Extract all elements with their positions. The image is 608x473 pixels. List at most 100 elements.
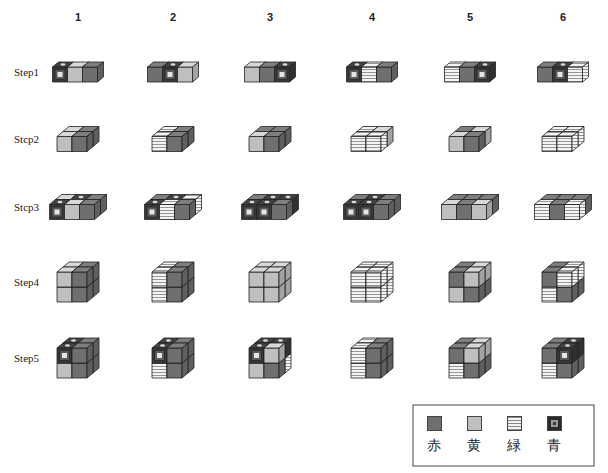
cube-face: [542, 348, 557, 363]
cube-highlight: [166, 339, 171, 341]
cube-face: [98, 62, 104, 82]
cube-bevel: [361, 207, 371, 217]
cube-highlight: [150, 210, 155, 215]
cube-highlight: [257, 344, 262, 346]
cube-highlight: [262, 210, 267, 215]
cube-face: [87, 267, 93, 287]
unit-cube: [264, 343, 285, 363]
cube-highlight: [565, 344, 570, 346]
cube-face: [464, 272, 479, 287]
unit-cube: [377, 62, 398, 82]
cube-face: [578, 262, 584, 282]
cube-face: [242, 205, 257, 220]
cube-face: [167, 363, 182, 378]
cube-face: [381, 267, 387, 287]
cube-face: [374, 205, 389, 220]
cube-face: [93, 262, 99, 282]
cube-face: [182, 267, 188, 287]
cube-face: [535, 205, 550, 220]
unit-cube: [557, 267, 578, 287]
cube-face: [442, 205, 457, 220]
step-label: Stcp2: [14, 133, 39, 145]
cube-bevel: [259, 207, 269, 217]
unit-cube: [464, 343, 485, 363]
cube-highlight: [364, 210, 369, 215]
cube-face: [460, 67, 475, 82]
cube-face: [285, 338, 291, 358]
unit-cube: [472, 200, 493, 220]
cube-face: [50, 205, 65, 220]
cube-face: [542, 287, 557, 302]
cube-face: [392, 62, 398, 82]
cube-bevel: [147, 207, 157, 217]
cube-face: [57, 287, 72, 302]
cube-face: [264, 348, 279, 363]
cube-highlight: [250, 201, 255, 203]
legend-label: 赤: [427, 438, 441, 453]
cube-face: [572, 267, 578, 287]
cube-face: [464, 363, 479, 378]
cube-highlight: [174, 196, 179, 198]
cube-highlight: [373, 196, 378, 198]
cube-face: [387, 338, 393, 358]
cube-face: [568, 67, 583, 82]
cube-highlight: [561, 63, 566, 65]
cube-highlight: [286, 196, 291, 198]
cube-face: [287, 200, 293, 220]
cube-face: [395, 195, 401, 215]
cube-face: [57, 348, 72, 363]
unit-cube: [374, 200, 395, 220]
cube-face: [449, 348, 464, 363]
cube-face: [464, 348, 479, 363]
unit-cube: [366, 267, 387, 287]
cube-bevel: [60, 351, 70, 361]
cube-face: [290, 62, 296, 82]
cube-face: [565, 205, 580, 220]
cube-face: [264, 272, 279, 287]
cube-face: [152, 272, 167, 287]
cube-face: [586, 195, 592, 215]
step-label: Step4: [14, 276, 39, 288]
unit-cube: [80, 200, 101, 220]
cube-face: [249, 287, 264, 302]
unit-cube: [178, 62, 199, 82]
cube-face: [178, 67, 193, 82]
unit-cube: [568, 62, 589, 82]
cube-face: [93, 338, 99, 358]
cube-face: [553, 67, 568, 82]
unit-cube: [464, 267, 485, 287]
cube-face: [293, 195, 299, 215]
unit-cube: [264, 132, 285, 152]
cube-face: [53, 67, 68, 82]
cube-face: [257, 205, 272, 220]
cube-face: [264, 363, 279, 378]
cube-face: [583, 62, 589, 82]
cube-face: [65, 205, 80, 220]
cube-face: [578, 338, 584, 358]
cube-highlight: [352, 72, 357, 77]
cube-highlight: [65, 344, 70, 346]
unit-cube: [167, 343, 188, 363]
step-label: Step1: [14, 66, 39, 78]
cube-face: [344, 205, 359, 220]
cube-bevel: [165, 70, 175, 80]
cube-face: [279, 267, 285, 287]
cube-face: [145, 205, 160, 220]
unit-cube: [167, 132, 188, 152]
cube-face: [152, 348, 167, 363]
cube-face: [542, 137, 557, 152]
cube-face: [550, 205, 565, 220]
cube-highlight: [247, 210, 252, 215]
cube-face: [182, 343, 188, 363]
legend-label: 緑: [507, 438, 521, 453]
cube-face: [87, 132, 93, 152]
cube-face: [557, 272, 572, 287]
cube-face: [479, 267, 485, 287]
legend-frame: [413, 405, 594, 466]
cube-highlight: [283, 63, 288, 65]
cube-face: [193, 62, 199, 82]
cube-highlight: [265, 201, 270, 203]
legend-swatch: [467, 416, 482, 431]
